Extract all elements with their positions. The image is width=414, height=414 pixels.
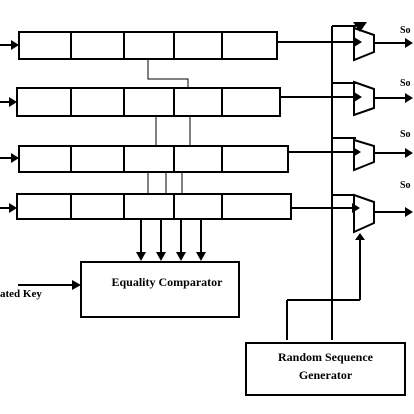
row-interconnects [147, 59, 191, 194]
input-arrows [0, 44, 12, 209]
equality-comparator-block [80, 261, 240, 318]
random-sequence-generator-block [245, 342, 406, 396]
key-input-label: ated Key [0, 288, 42, 300]
output-label-1: So [400, 25, 411, 36]
random-sequence-generator-label-line2: Generator [298, 368, 353, 382]
register-row-1 [18, 31, 278, 60]
output-label-2: So [400, 78, 411, 89]
arrowheads [9, 22, 413, 290]
register-row-2 [16, 87, 281, 117]
register-row-4 [16, 193, 292, 220]
multiplexers [353, 26, 375, 234]
output-label-4: So [400, 180, 411, 191]
equality-comparator-label: Equality Comparator [111, 275, 223, 289]
comparator-input-wires [140, 219, 202, 253]
random-sequence-generator-label-line1: Random Sequence [277, 350, 373, 364]
register-row-3 [18, 145, 289, 173]
row-to-mux-wires [277, 41, 356, 209]
select-buses [286, 25, 361, 340]
mux-output-wires [374, 42, 406, 213]
output-label-3: So [400, 129, 411, 140]
